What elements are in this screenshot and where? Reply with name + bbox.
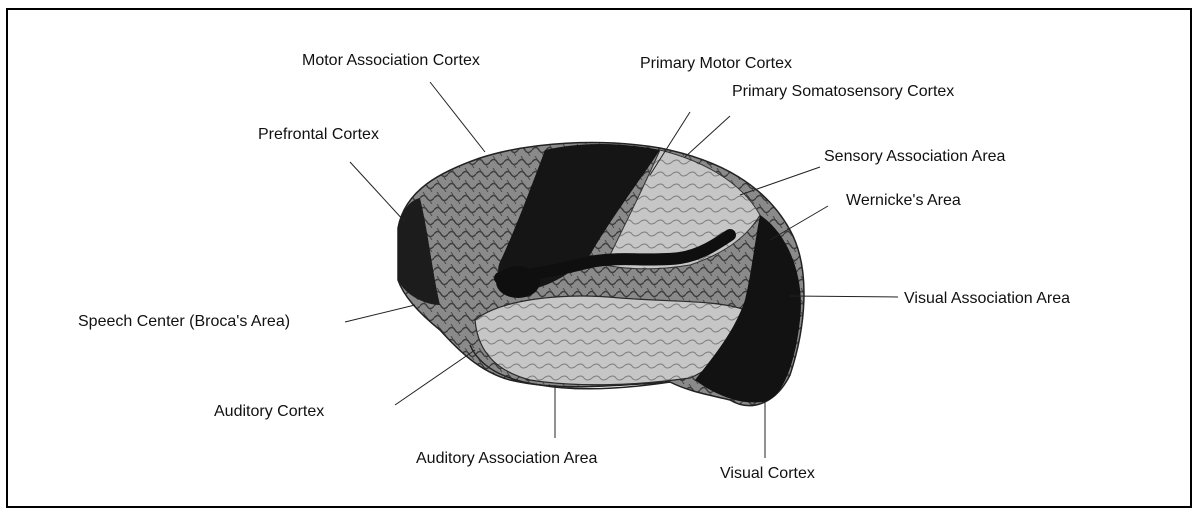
leader-speech-center: [345, 305, 415, 322]
label-primary-motor-cortex: Primary Motor Cortex: [640, 55, 792, 73]
label-prefrontal-cortex: Prefrontal Cortex: [258, 126, 379, 144]
label-speech-center: Speech Center (Broca's Area): [78, 313, 290, 331]
label-auditory-cortex: Auditory Cortex: [214, 403, 324, 421]
label-visual-association-area: Visual Association Area: [904, 290, 1070, 308]
leader-motor-association: [430, 82, 485, 152]
label-sensory-association-area: Sensory Association Area: [824, 148, 1005, 166]
leader-prefrontal: [350, 162, 405, 222]
leader-primary-somatosensory: [685, 116, 730, 157]
label-visual-cortex: Visual Cortex: [720, 465, 815, 483]
label-primary-somatosensory-cortex: Primary Somatosensory Cortex: [732, 83, 954, 101]
leader-auditory-cortex: [395, 350, 475, 405]
leader-visual-association: [790, 296, 898, 297]
leader-sensory-association: [740, 167, 820, 195]
label-auditory-association-area: Auditory Association Area: [416, 450, 597, 468]
label-wernickes-area: Wernicke's Area: [846, 192, 961, 210]
label-motor-association-cortex: Motor Association Cortex: [302, 52, 480, 70]
insula-blob: [496, 266, 540, 298]
